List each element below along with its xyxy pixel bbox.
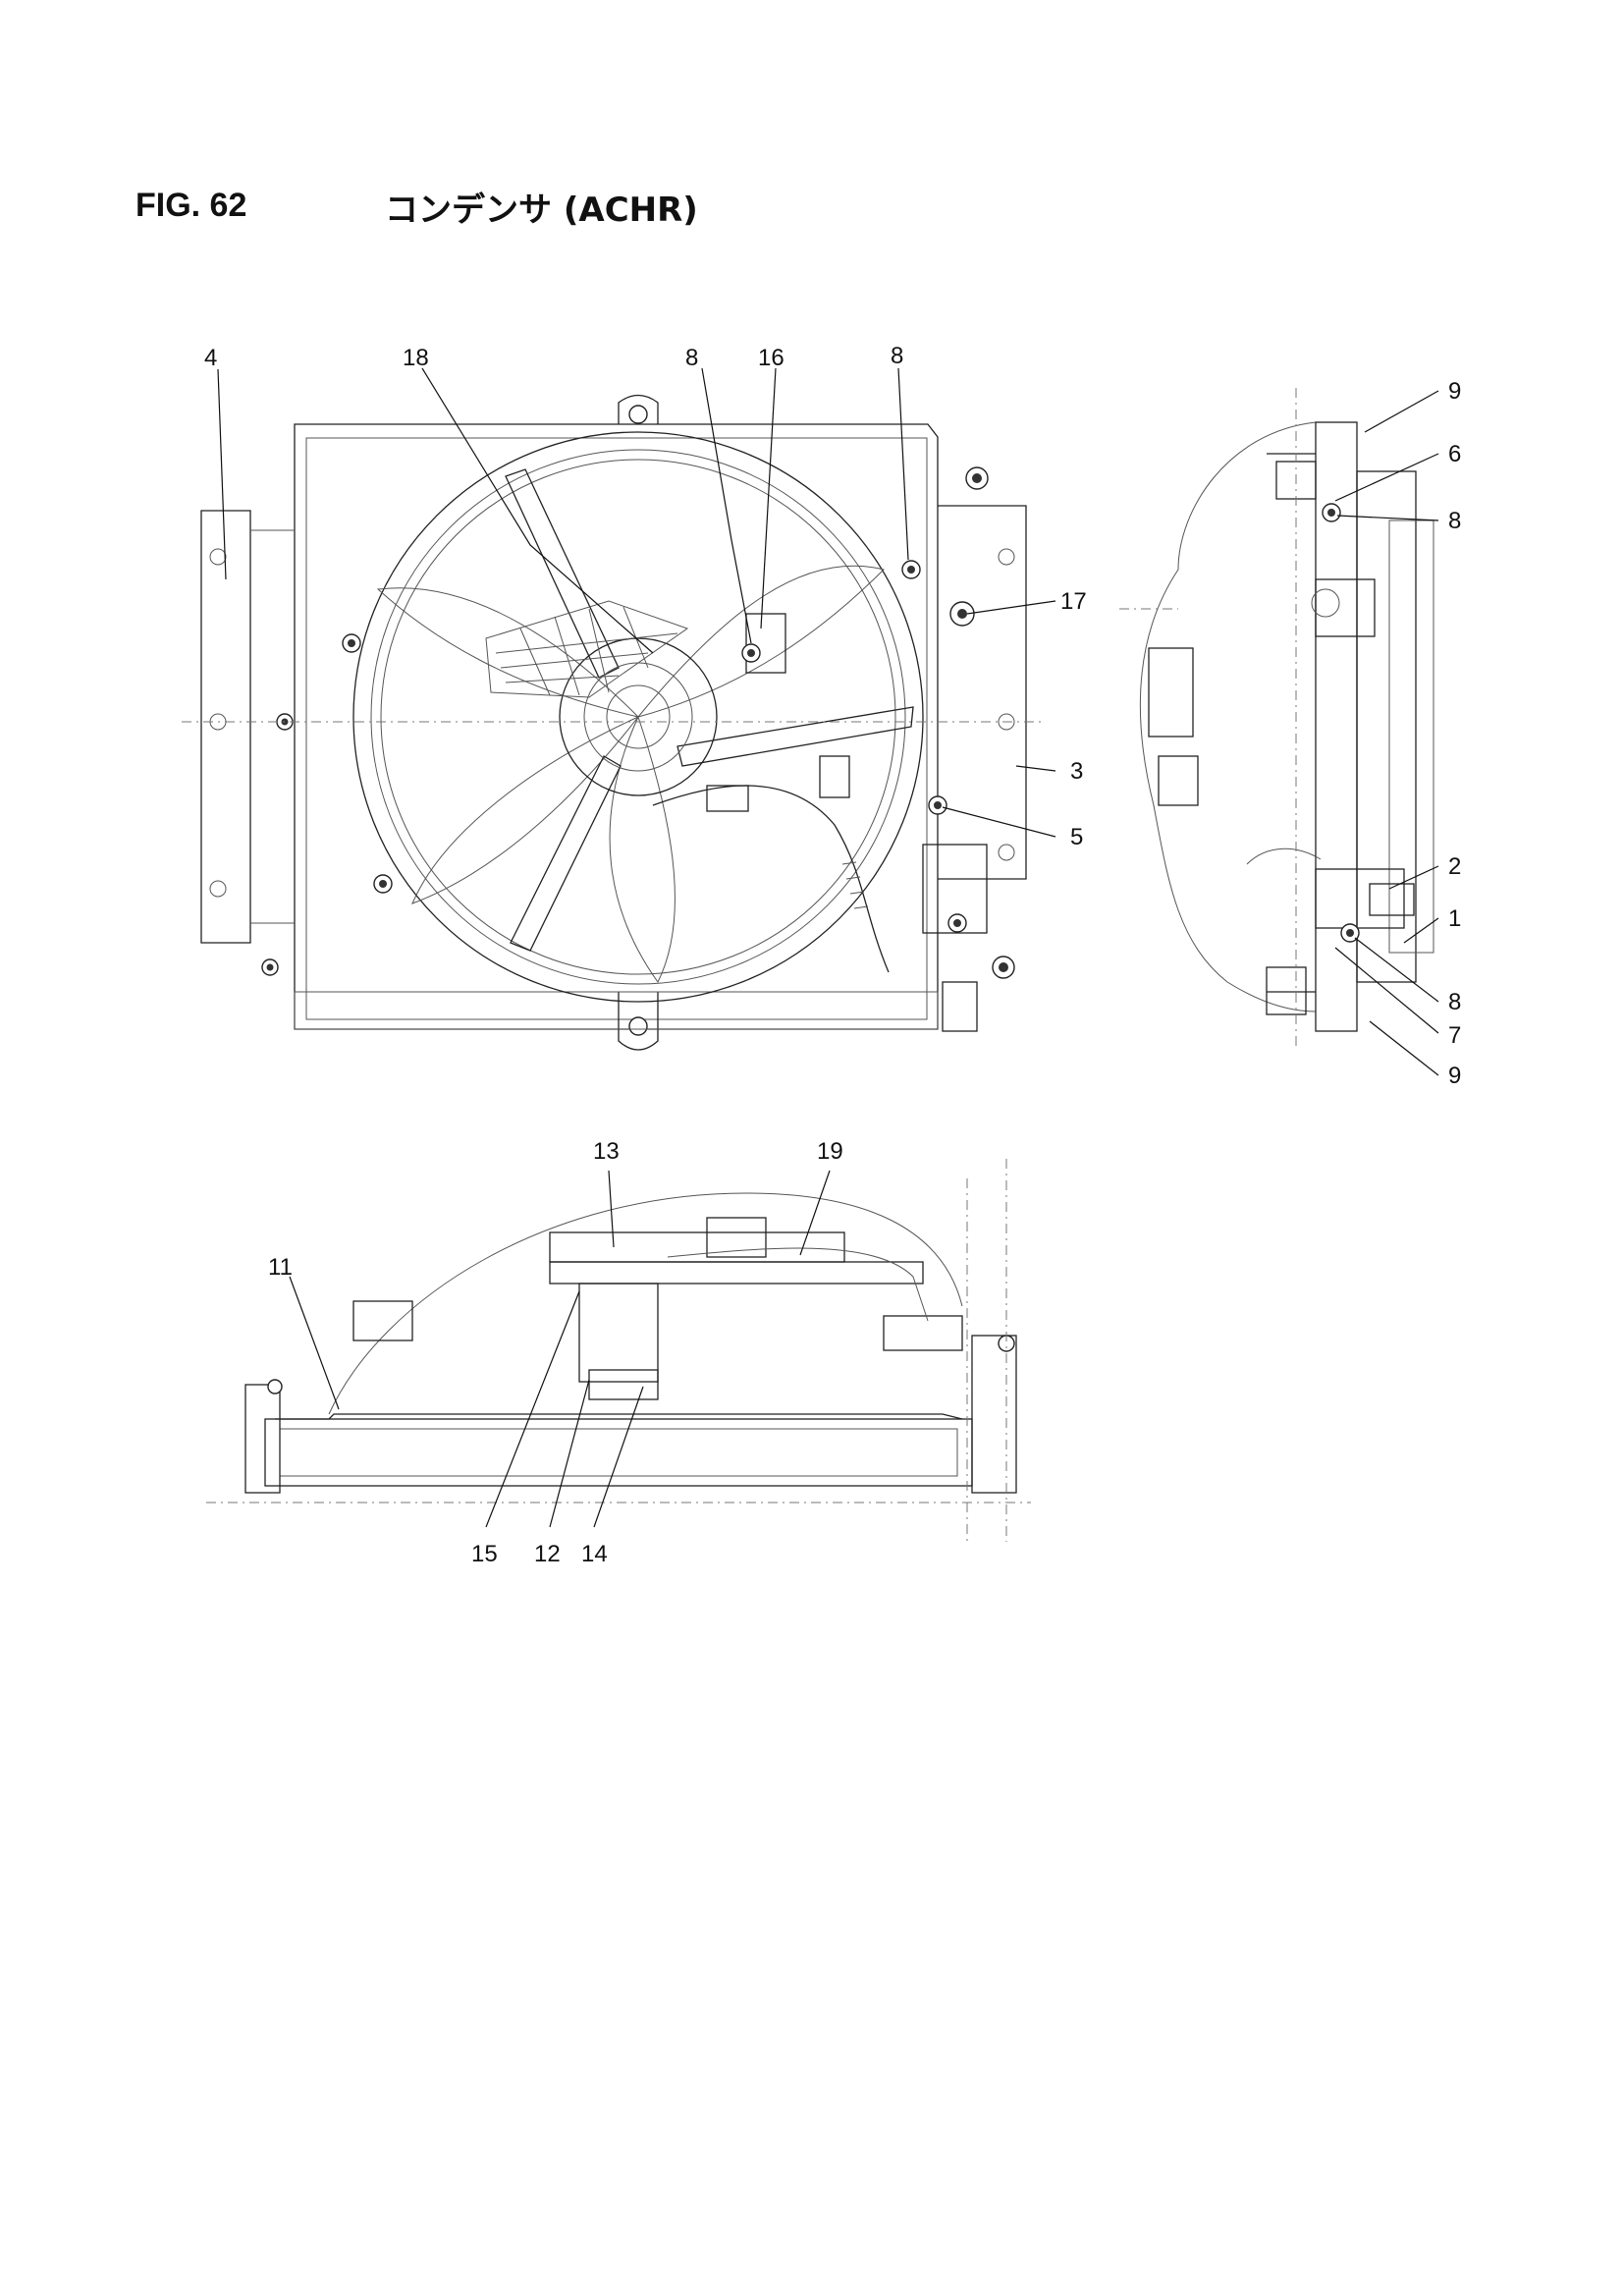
callout-front-8b: 8 [891, 343, 903, 369]
callout-labels: 4 18 8 16 8 17 3 5 9 6 8 2 1 8 7 9 13 19… [204, 343, 1461, 1567]
figure-number: FIG. 62 [135, 187, 247, 224]
callout-bottom-15: 15 [471, 1541, 498, 1567]
bottom-view [206, 1159, 1031, 1542]
callout-side-9b: 9 [1448, 1063, 1461, 1089]
callout-bottom-12: 12 [534, 1541, 561, 1567]
callout-front-3: 3 [1070, 758, 1083, 785]
callout-front-8a: 8 [685, 345, 698, 371]
callout-side-2: 2 [1448, 853, 1461, 880]
callout-bottom-19: 19 [817, 1138, 843, 1165]
callout-side-6: 6 [1448, 441, 1461, 467]
callout-front-18: 18 [403, 345, 429, 371]
callout-bottom-13: 13 [593, 1138, 620, 1165]
side-view [1119, 388, 1439, 1076]
callout-side-9a: 9 [1448, 378, 1461, 405]
callout-front-17: 17 [1060, 588, 1087, 615]
callout-side-1: 1 [1448, 905, 1461, 932]
figure-title: コンデンサ (ACHR) [385, 191, 698, 230]
callout-side-8a: 8 [1448, 508, 1461, 534]
callout-front-4: 4 [204, 345, 217, 371]
callout-bottom-11: 11 [268, 1254, 293, 1281]
callout-bottom-14: 14 [581, 1541, 608, 1567]
front-view [182, 367, 1056, 1051]
callout-front-16: 16 [758, 345, 784, 371]
callout-front-5: 5 [1070, 824, 1083, 850]
callout-side-8b: 8 [1448, 989, 1461, 1015]
callout-side-7: 7 [1448, 1022, 1461, 1049]
